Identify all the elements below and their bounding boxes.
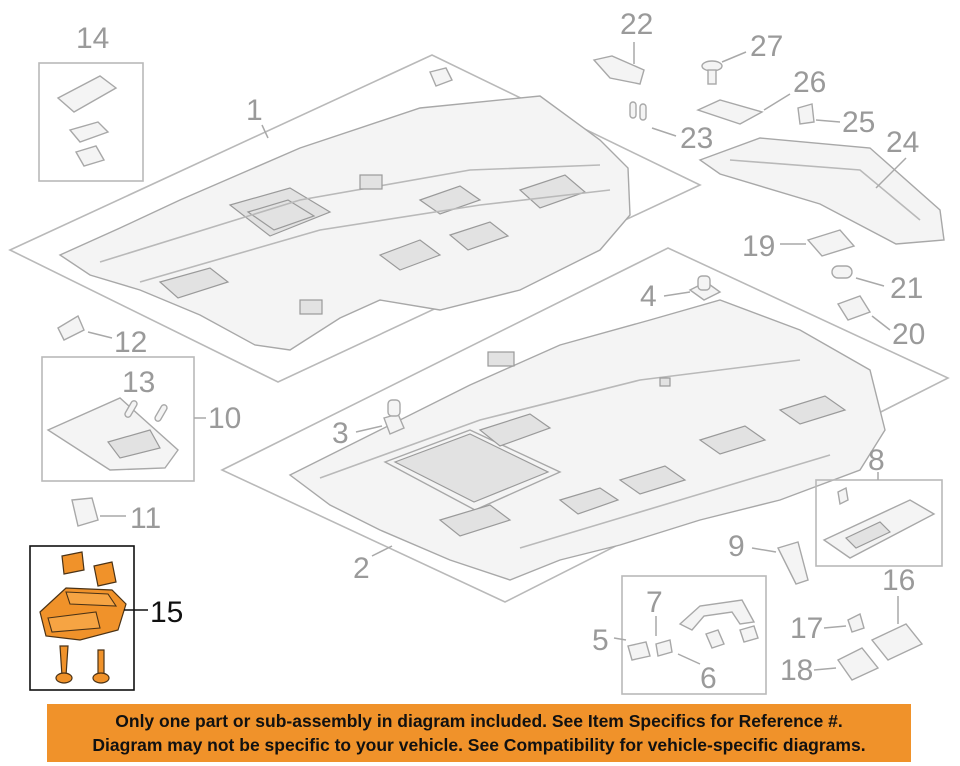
callout-22: 22 [620,8,653,41]
callout-16: 16 [882,564,915,597]
callout-15: 15 [150,596,183,629]
disclaimer-banner: Only one part or sub-assembly in diagram… [47,704,911,762]
callout-27: 27 [750,30,783,63]
callout-24: 24 [886,126,919,159]
callout-10: 10 [208,402,241,435]
disclaimer-line-2: Diagram may not be specific to your vehi… [92,735,866,755]
callout-2: 2 [353,552,370,585]
callout-9: 9 [728,530,745,563]
headliner-lower [220,247,950,603]
callout-14: 14 [76,22,109,55]
callout-26: 26 [793,66,826,99]
callout-25: 25 [842,106,875,139]
highlighted-part-15 [39,551,127,684]
callout-23: 23 [680,122,713,155]
callout-7: 7 [646,586,663,619]
callout-13: 13 [122,366,155,399]
callout-20: 20 [892,318,925,351]
callout-12: 12 [114,326,147,359]
callout-17: 17 [790,612,823,645]
callout-5: 5 [592,624,609,657]
disclaimer-line-1: Only one part or sub-assembly in diagram… [115,711,843,731]
callout-19: 19 [742,230,775,263]
callout-18: 18 [780,654,813,687]
callout-21: 21 [890,272,923,305]
callout-3: 3 [332,417,349,450]
callout-11: 11 [130,502,161,535]
callout-1: 1 [246,94,263,127]
callout-6: 6 [700,662,717,695]
headliner-upper [8,54,702,383]
callout-4: 4 [640,280,657,313]
callout-8: 8 [868,444,885,477]
